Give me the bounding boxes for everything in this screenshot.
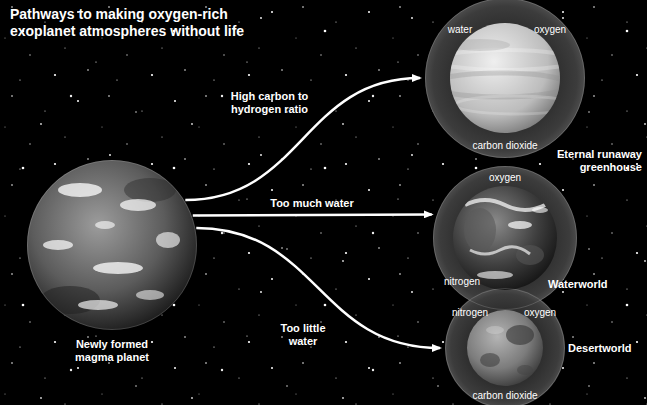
planet-outline <box>27 160 197 330</box>
gas-label: oxygen <box>489 172 521 184</box>
gas-label: carbon dioxide <box>472 140 537 152</box>
pathway-label: Too little water <box>268 322 338 347</box>
diagram-title: Pathways to making oxygen-rich exoplanet… <box>10 6 290 40</box>
planet-clouds <box>464 200 548 279</box>
atmosphere-halo <box>425 0 585 158</box>
pathway-label: High carbon to hydrogen ratio <box>222 90 317 115</box>
planet-clouds <box>40 178 180 314</box>
pathway-label: Too much water <box>270 197 354 210</box>
gas-label: oxygen <box>524 307 556 319</box>
planet-outline <box>28 161 197 330</box>
magma-planet <box>27 160 197 330</box>
atmosphere-halo <box>445 288 565 405</box>
planet-name: Waterworld <box>548 278 608 291</box>
planet-node: Newly formed magma planet <box>27 160 197 330</box>
gas-label: nitrogen <box>444 276 480 288</box>
pathway-arrow <box>196 228 440 348</box>
gas-label: oxygen <box>534 24 566 36</box>
gas-label: carbon dioxide <box>472 390 537 402</box>
planet-outline <box>426 0 585 158</box>
gas-label: nitrogen <box>452 307 488 319</box>
planet-name: Newly formed magma planet <box>66 338 158 363</box>
planet-outline <box>425 0 585 158</box>
planet-node: nitrogenoxygencarbon dioxideDesertworld <box>445 288 565 405</box>
ocean-planet <box>453 186 557 290</box>
gas-label: water <box>448 24 472 36</box>
planet-surface <box>480 325 534 375</box>
pathway-arrow <box>193 214 432 215</box>
desert-planet <box>467 310 543 386</box>
planet-bands <box>430 39 575 114</box>
planet-node: wateroxygencarbon dioxideEternal runaway… <box>425 0 585 158</box>
pathway-arrow <box>185 78 420 200</box>
planet-name: Desertworld <box>568 342 632 355</box>
planet-name: Eternal runaway greenhouse <box>542 148 642 173</box>
planet-outline <box>446 289 565 405</box>
planet-outline <box>445 288 565 405</box>
